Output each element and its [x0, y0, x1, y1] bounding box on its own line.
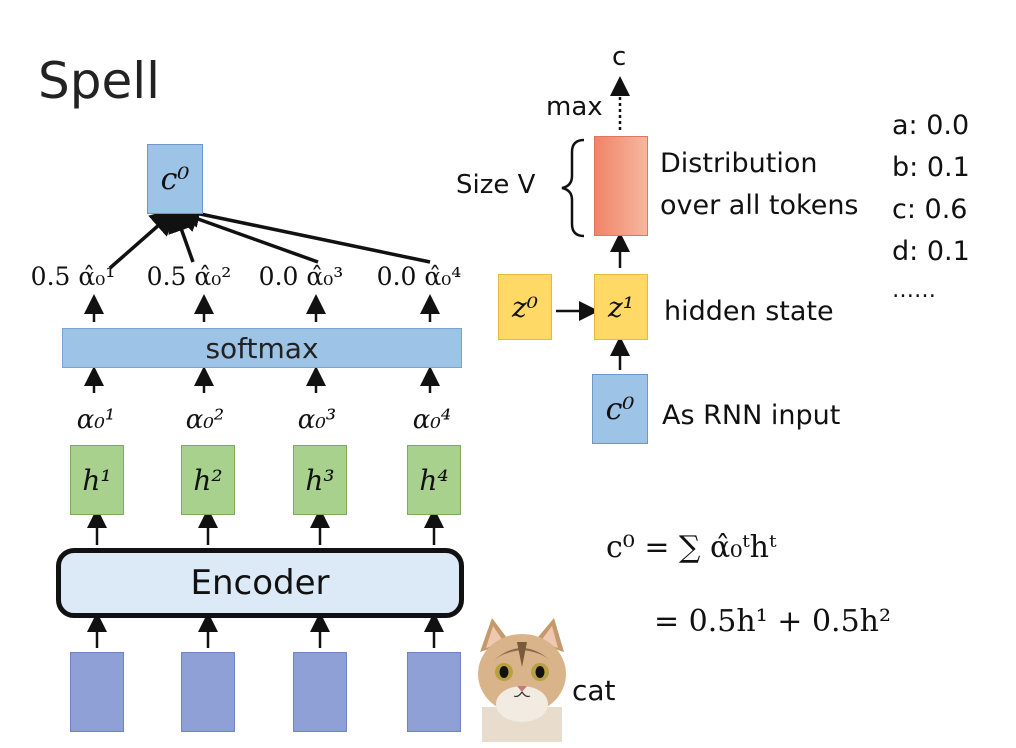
- attention-arrow-1: [108, 207, 179, 270]
- alpha-hat-label-2: 0.5 α̂₀²: [146, 261, 232, 291]
- input-box-2: [181, 652, 235, 732]
- page-title: Spell: [38, 52, 161, 110]
- alpha-hat-label-1: 0.5 α̂₀¹: [30, 261, 116, 291]
- input-box-1: [70, 652, 124, 732]
- cat-image: [478, 618, 566, 742]
- attention-arrow-4: [172, 200, 431, 264]
- prob-d: d: 0.1: [892, 236, 970, 267]
- input-box-4: [407, 652, 461, 732]
- output-c-label: c: [612, 42, 627, 72]
- attention-arrow-3: [170, 205, 319, 264]
- size-v-label: Size V: [456, 170, 536, 200]
- hidden-h4-box: h⁴: [407, 445, 461, 515]
- encoder-block: Encoder: [56, 548, 464, 618]
- c0-context-box: c⁰: [147, 144, 203, 214]
- prob-ellipsis: ……: [892, 278, 936, 303]
- equation-line-1: c⁰ = ∑ α̂₀ᵗhᵗ: [606, 530, 777, 565]
- c0-rnn-input-box: c⁰: [592, 374, 648, 444]
- prob-a: a: 0.0: [892, 110, 970, 141]
- max-label: max: [546, 92, 603, 122]
- distribution-label-line1: Distribution: [660, 148, 818, 179]
- alpha-hat-label-4: 0.0 α̂₀⁴: [376, 261, 462, 291]
- alpha-label-2: α₀²: [185, 405, 225, 435]
- cat-label: cat: [572, 674, 616, 707]
- hidden-h1-box: h¹: [70, 445, 124, 515]
- equation-line-2: = 0.5h¹ + 0.5h²: [654, 604, 891, 639]
- softmax-bar: softmax: [62, 328, 462, 368]
- hidden-h2-box: h²: [181, 445, 235, 515]
- prob-c: c: 0.6: [892, 194, 968, 225]
- rnn-input-label: As RNN input: [662, 400, 841, 431]
- distribution-label-line2: over all tokens: [660, 190, 859, 221]
- alpha-label-1: α₀¹: [76, 405, 116, 435]
- distribution-box: [594, 136, 648, 236]
- hidden-state-label: hidden state: [664, 296, 834, 327]
- hidden-h3-box: h³: [293, 445, 347, 515]
- alpha-label-4: α₀⁴: [412, 405, 452, 435]
- size-v-brace: [561, 138, 585, 238]
- prob-b: b: 0.1: [892, 152, 970, 183]
- z0-state-box: z⁰: [498, 274, 552, 340]
- input-box-3: [293, 652, 347, 732]
- alpha-label-3: α₀³: [297, 405, 337, 435]
- alpha-hat-label-3: 0.0 α̂₀³: [258, 261, 344, 291]
- z1-state-box: z¹: [594, 274, 648, 340]
